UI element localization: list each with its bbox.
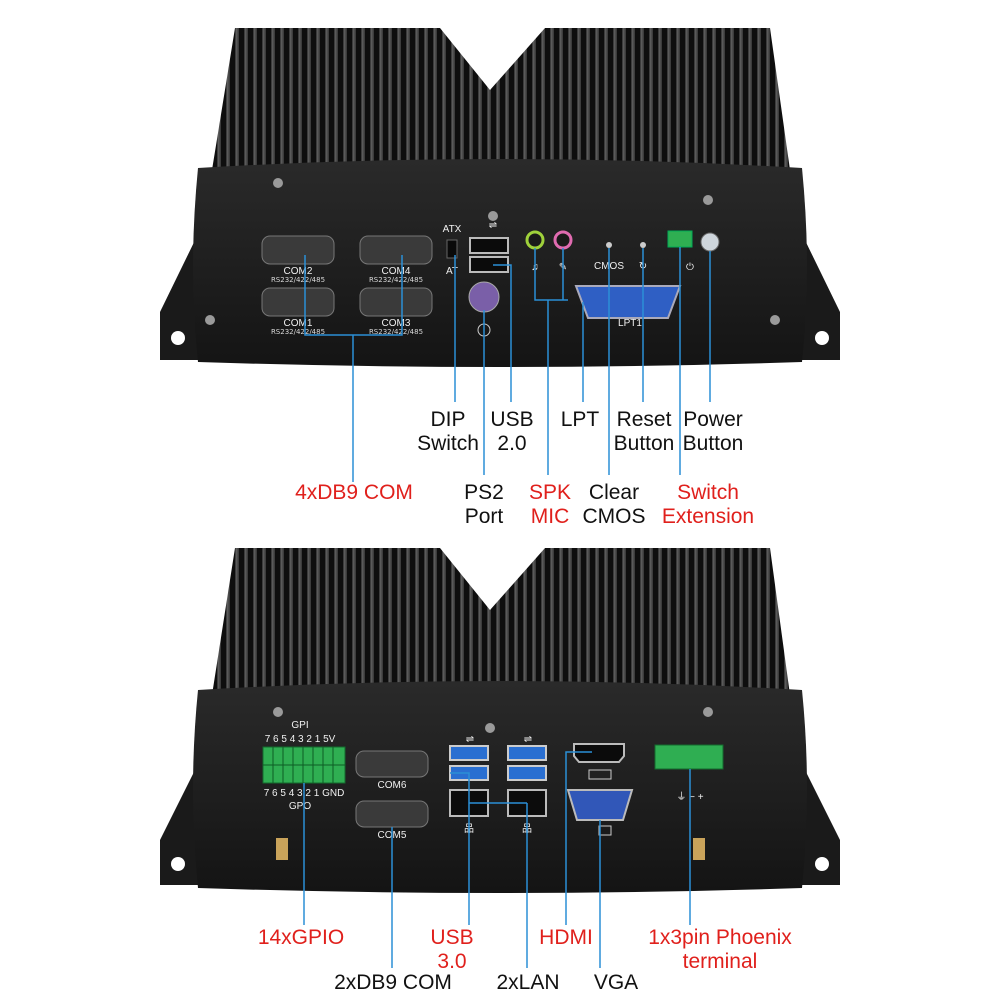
phoenix-label-line2: terminal bbox=[682, 950, 758, 973]
clear-cmos-label-line2: CMOS bbox=[582, 505, 646, 528]
mount-hole-icon bbox=[815, 857, 829, 871]
antenna-connector-left bbox=[276, 838, 288, 860]
screw-icon bbox=[273, 707, 283, 717]
clear-cmos-label-line1: Clear bbox=[588, 481, 640, 504]
reset-label-line1: Reset bbox=[616, 408, 672, 431]
com3-mark: COM3 bbox=[382, 318, 411, 329]
hdmi-port bbox=[573, 743, 625, 763]
right-mount-bracket bbox=[800, 760, 840, 885]
com1-rs-mark: RS232/422/485 bbox=[271, 328, 325, 336]
mount-hole-icon bbox=[815, 331, 829, 345]
lan-label: 2xLAN bbox=[496, 971, 560, 994]
vga-port bbox=[566, 789, 634, 821]
gpio-terminal-slots bbox=[263, 747, 345, 783]
com2-port bbox=[261, 235, 335, 265]
usb-symbol-icon: ⇌ bbox=[489, 220, 497, 231]
com3-rs-mark: RS232/422/485 bbox=[369, 328, 423, 336]
mic-label: MIC bbox=[530, 505, 570, 528]
mount-hole-icon bbox=[171, 331, 185, 345]
com3-port bbox=[359, 287, 433, 317]
lpt-label: LPT bbox=[560, 408, 600, 431]
phoenix-terminal bbox=[654, 744, 724, 770]
screw-icon bbox=[485, 723, 495, 733]
screw-icon bbox=[205, 315, 215, 325]
gpi-mark: GPI bbox=[291, 720, 308, 731]
usb-symbol-icon: ⇌ bbox=[466, 734, 474, 745]
atx-mark: ATX bbox=[443, 224, 462, 235]
ps2-port bbox=[468, 281, 500, 313]
left-mount-bracket bbox=[160, 760, 200, 885]
lpt-mark: LPT1 bbox=[618, 318, 642, 329]
antenna-connector-right bbox=[693, 838, 705, 860]
phoenix-label-line1: 1x3pin Phoenix bbox=[648, 926, 792, 949]
screw-icon bbox=[703, 195, 713, 205]
top-callout-lines bbox=[304, 247, 711, 482]
usb3-label-line2: 3.0 bbox=[437, 950, 467, 973]
ps2-label-line2: Port bbox=[464, 505, 504, 528]
mic-jack bbox=[553, 230, 573, 250]
usb2-label-line1: USB bbox=[490, 408, 534, 431]
power-label-line2: Button bbox=[682, 432, 744, 455]
com-label-bottom: 2xDB9 COM bbox=[334, 971, 452, 994]
gpio-label: 14xGPIO bbox=[257, 926, 345, 949]
monitor-icon bbox=[598, 825, 612, 836]
com6-mark: COM6 bbox=[378, 780, 407, 791]
switch-extension-terminal bbox=[667, 230, 693, 248]
dip-label-line2: Switch bbox=[417, 432, 479, 455]
reset-label-line2: Button bbox=[613, 432, 675, 455]
screw-icon bbox=[273, 178, 283, 188]
heatsink-fins bbox=[212, 548, 790, 695]
com4-rs-mark: RS232/422/485 bbox=[369, 276, 423, 284]
com-port-group: COM2 COM4 COM1 COM3 RS232/422/485 RS232/… bbox=[261, 235, 433, 336]
mount-hole-icon bbox=[171, 857, 185, 871]
usb3-label-line1: USB bbox=[430, 926, 474, 949]
front-panel bbox=[193, 681, 807, 893]
bottom-callout-lines bbox=[303, 751, 691, 968]
switch-extension-label-line1: Switch bbox=[677, 481, 739, 504]
screw-icon bbox=[770, 315, 780, 325]
com2-rs-mark: RS232/422/485 bbox=[271, 276, 325, 284]
vga-label: VGA bbox=[593, 971, 639, 994]
gpi-pin-marks: 7 6 5 4 3 2 1 5V bbox=[265, 734, 336, 745]
usb3-port-1 bbox=[449, 745, 489, 761]
com2-mark: COM2 bbox=[284, 266, 313, 277]
speaker-jack bbox=[525, 230, 545, 250]
usb3-port-3 bbox=[507, 745, 547, 761]
spk-label: SPK bbox=[528, 481, 572, 504]
reset-button bbox=[640, 242, 646, 248]
com4-port bbox=[359, 235, 433, 265]
heatsink-fins bbox=[212, 28, 790, 170]
com5-port bbox=[355, 800, 429, 828]
right-mount-bracket bbox=[800, 230, 840, 360]
screw-icon bbox=[488, 211, 498, 221]
hdmi-icon bbox=[588, 769, 612, 780]
usb2-label-line2: 2.0 bbox=[497, 432, 527, 455]
left-mount-bracket bbox=[160, 230, 200, 360]
switch-extension-label-line2: Extension bbox=[661, 505, 755, 528]
dip-label-line1: DIP bbox=[430, 408, 466, 431]
com1-port bbox=[261, 287, 335, 317]
bottom-computer-unit: GPI 7 6 5 4 3 2 1 5V 7 6 5 4 3 2 1 GND G… bbox=[160, 548, 840, 968]
lpt-port bbox=[574, 285, 682, 319]
usb2-port-1 bbox=[469, 237, 509, 254]
cmos-jumper bbox=[606, 242, 612, 248]
hdmi-label: HDMI bbox=[539, 926, 593, 949]
gpo-mark: GPO bbox=[289, 801, 311, 812]
at-mark: AT bbox=[446, 266, 458, 277]
usb-symbol-icon: ⇌ bbox=[524, 734, 532, 745]
dip-switch bbox=[446, 239, 458, 259]
usb3-port-4 bbox=[507, 765, 547, 781]
ps2-label-line1: PS2 bbox=[464, 481, 504, 504]
com1-mark: COM1 bbox=[284, 318, 313, 329]
top-computer-unit: COM2 COM4 COM1 COM3 RS232/422/485 RS232/… bbox=[160, 28, 840, 482]
screw-icon bbox=[703, 707, 713, 717]
com4-mark: COM4 bbox=[382, 266, 411, 277]
com6-port bbox=[355, 750, 429, 778]
com-label: 4xDB9 COM bbox=[295, 481, 413, 504]
power-button bbox=[700, 232, 720, 252]
power-icon: ⏻ bbox=[686, 262, 694, 273]
power-label-line1: Power bbox=[683, 408, 743, 431]
